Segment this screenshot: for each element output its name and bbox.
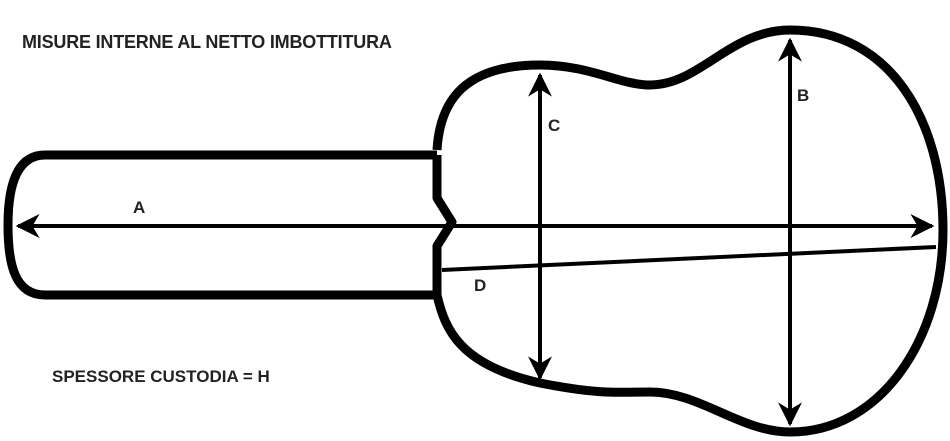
label-b: B: [797, 86, 810, 105]
label-d: D: [474, 276, 487, 295]
case-thickness-note: SPESSORE CUSTODIA = H: [52, 367, 270, 386]
diagram-title: MISURE INTERNE AL NETTO IMBOTTITURA: [22, 32, 392, 52]
dimension-d-line: [441, 245, 937, 272]
label-a: A: [133, 198, 146, 217]
label-c: C: [548, 116, 561, 135]
